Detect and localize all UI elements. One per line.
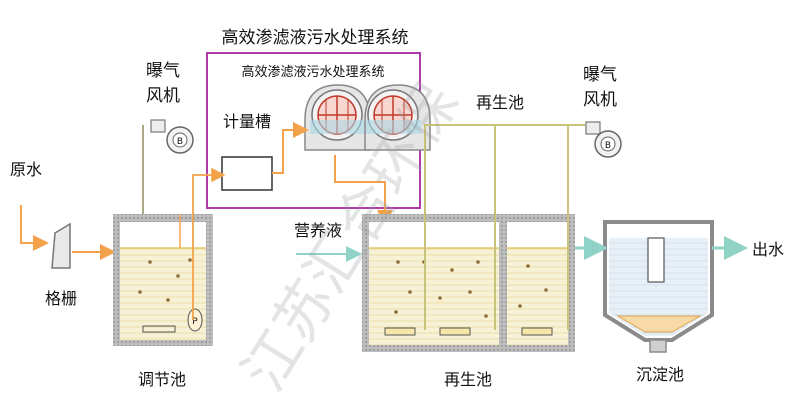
metering-tank-label: 计量槽 [223,112,271,131]
raw-water-label: 原水 [10,160,42,179]
pipe-drum-to-regen [334,155,393,226]
regen-air-risers [424,124,585,330]
grille-label: 格栅 [45,289,77,308]
sediment-pool [603,220,714,353]
blower-left: B [150,119,194,154]
blower-left-label-2: 风机 [146,86,180,106]
metering-tank [221,156,273,191]
inner-title: 高效渗滤液污水处理系统 [241,64,384,80]
blower-left-label-1: 曝气 [146,61,180,81]
sediment-pool-label: 沉淀池 [636,365,684,384]
nutrient-label: 营养液 [294,221,342,240]
blower-left-badge: B [177,137,183,147]
blower-right-label-1: 曝气 [583,65,617,85]
blower-right: B [585,121,622,158]
blower-right-label-2: 风机 [583,90,617,110]
regen-pool [362,214,575,352]
drum-filter-left [304,84,371,151]
pipe-meter-to-drum [272,122,309,174]
outer-title: 高效渗滤液污水处理系统 [222,28,409,48]
raw-water-arrow [20,205,49,251]
drum-filter-right [364,84,431,151]
regulating-pool: P [113,214,213,346]
blower-right-badge: B [605,141,611,151]
regulating-pool-label: 调节池 [138,370,186,389]
svg-text:P: P [192,317,198,327]
outlet-label: 出水 [752,240,784,259]
pipe-reg-to-meter [192,167,226,320]
regen-pool-top-label: 再生池 [476,93,524,112]
regen-pool-bottom-label: 再生池 [444,370,492,389]
grille [51,222,71,269]
